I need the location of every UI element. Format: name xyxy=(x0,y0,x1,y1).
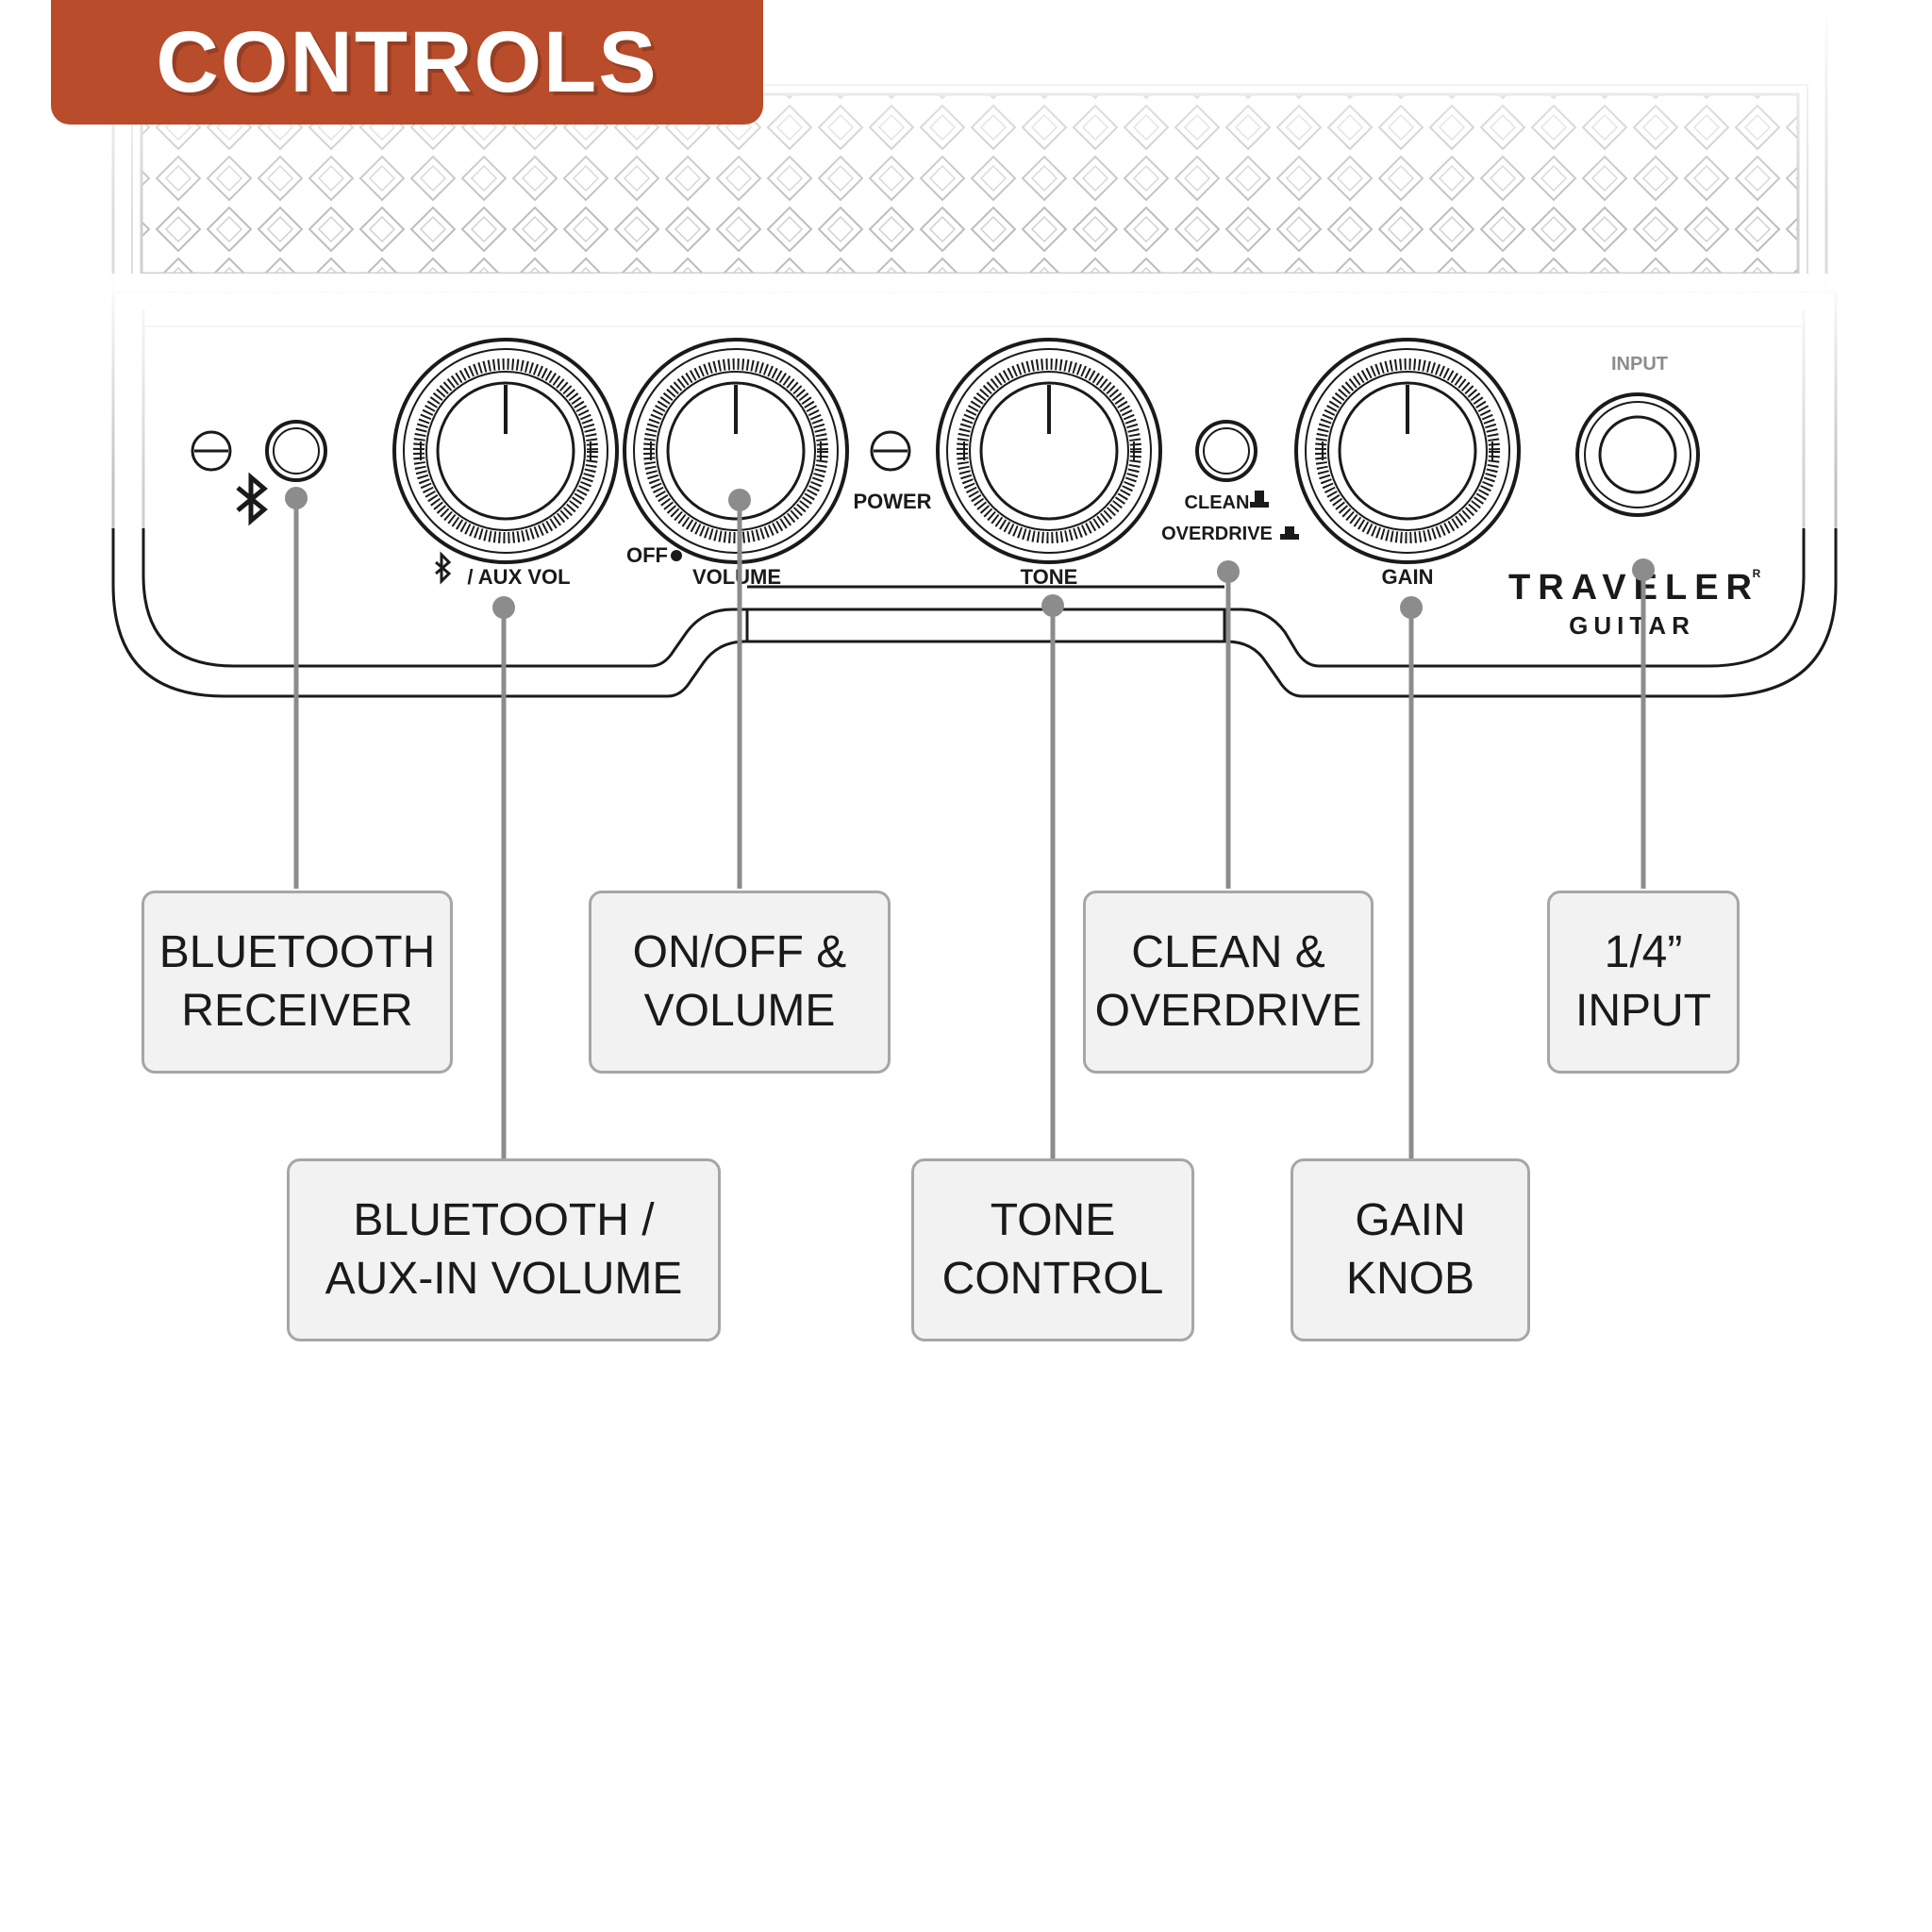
callout-tone-control: TONE CONTROL xyxy=(911,1158,1194,1341)
bluetooth-icon xyxy=(236,472,268,526)
speaker-grille xyxy=(0,0,1932,292)
switch-down-icon xyxy=(1280,526,1299,540)
callout-line: TONE xyxy=(990,1195,1116,1245)
input-jack[interactable] xyxy=(1575,392,1700,517)
page-title: CONTROLS xyxy=(156,13,658,110)
clean-label: CLEAN xyxy=(1185,492,1250,513)
callout-line: OVERDRIVE xyxy=(1094,986,1362,1036)
bluetooth-pair-button[interactable] xyxy=(265,420,327,482)
leader-tone xyxy=(1041,594,1064,1158)
brand-registered-mark: R xyxy=(1753,567,1761,580)
aux-volume-knob[interactable] xyxy=(392,338,619,564)
callout-line: KNOB xyxy=(1345,1254,1475,1304)
callout-line: RECEIVER xyxy=(181,986,413,1036)
clean-overdrive-switch[interactable] xyxy=(1195,420,1257,482)
gain-label: GAIN xyxy=(1382,565,1434,589)
callout-bluetooth-receiver: BLUETOOTH RECEIVER xyxy=(142,891,453,1074)
callout-line: VOLUME xyxy=(643,986,836,1036)
volume-knob[interactable] xyxy=(623,338,849,564)
power-label: POWER xyxy=(853,490,931,513)
volume-label: VOLUME xyxy=(692,565,781,589)
leader-on-off-volume xyxy=(728,489,751,889)
leader-aux-volume xyxy=(492,596,515,1158)
callout-line: BLUETOOTH / xyxy=(353,1195,655,1245)
callout-input: 1/4” INPUT xyxy=(1547,891,1740,1074)
callout-line: AUX-IN VOLUME xyxy=(325,1254,683,1304)
bluetooth-led xyxy=(191,430,232,472)
callout-gain-knob: GAIN KNOB xyxy=(1291,1158,1530,1341)
callout-line: INPUT xyxy=(1575,986,1711,1036)
input-label: INPUT xyxy=(1611,354,1668,375)
brand-name: TRAVELER xyxy=(1508,568,1759,608)
brand-sub: GUITAR xyxy=(1569,611,1695,640)
control-panel xyxy=(0,274,1932,698)
tone-label: TONE xyxy=(1021,565,1078,589)
off-dot-icon xyxy=(671,550,682,561)
leader-gain xyxy=(1400,596,1423,1158)
callout-on-off-volume: ON/OFF & VOLUME xyxy=(589,891,891,1074)
leader-bluetooth-receiver xyxy=(285,487,308,889)
tone-knob[interactable] xyxy=(936,338,1162,564)
power-led xyxy=(870,430,911,472)
switch-up-icon xyxy=(1250,491,1269,508)
aux-vol-label: / AUX VOL xyxy=(467,565,570,589)
callout-line: CLEAN & xyxy=(1131,927,1325,977)
overdrive-label: OVERDRIVE xyxy=(1161,524,1273,544)
leader-clean-overdrive xyxy=(1217,560,1240,889)
gain-knob[interactable] xyxy=(1294,338,1521,564)
callout-line: CONTROL xyxy=(941,1254,1164,1304)
callout-line: BLUETOOTH xyxy=(158,927,436,977)
header-tab: CONTROLS xyxy=(51,0,763,125)
callout-line: 1/4” xyxy=(1604,927,1683,977)
bluetooth-small-icon xyxy=(435,551,452,585)
callout-line: ON/OFF & xyxy=(632,927,847,977)
leader-input xyxy=(1632,558,1655,889)
off-label: OFF xyxy=(626,543,668,567)
callout-aux-volume: BLUETOOTH / AUX-IN VOLUME xyxy=(287,1158,721,1341)
callout-line: GAIN xyxy=(1355,1195,1466,1245)
callout-clean-overdrive: CLEAN & OVERDRIVE xyxy=(1083,891,1374,1074)
